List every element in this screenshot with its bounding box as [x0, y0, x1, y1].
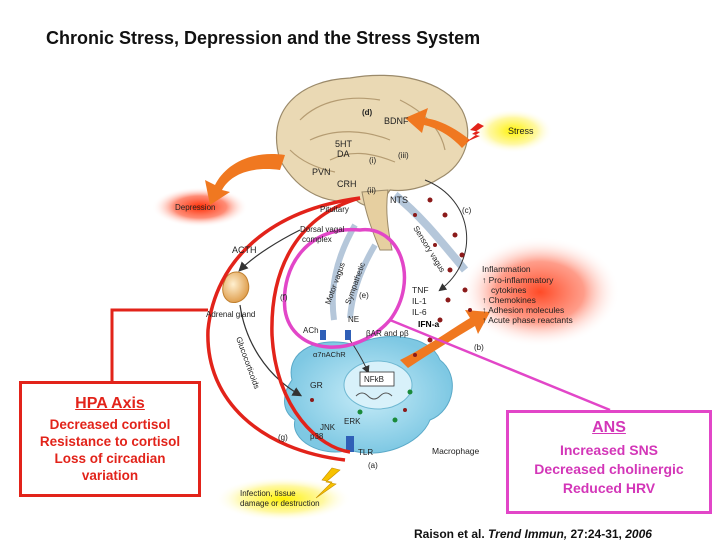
- label-5ht: 5HT: [335, 139, 353, 149]
- adrenal-gland-shape: [222, 271, 250, 304]
- citation: Raison et al. Trend Immun, 27:24-31, 200…: [414, 527, 652, 541]
- ans-connector: [389, 318, 611, 412]
- ans-box: ANS Increased SNS Decreased cholinergic …: [506, 410, 712, 514]
- label-glucocorticoids: Glucocorticoids: [234, 336, 261, 390]
- label-dorsal-vagal: Dorsal vagal: [300, 225, 345, 234]
- depression-arrow: [205, 154, 285, 205]
- hpa-line-1: Decreased cortisol: [49, 417, 171, 432]
- label-infection-1: Infection, tissue: [240, 489, 296, 498]
- label-ach: ACh: [303, 326, 319, 335]
- sensory-vagus-path: [392, 191, 469, 273]
- label-e: (e): [359, 291, 369, 300]
- label-acth: ACTH: [232, 245, 257, 255]
- nfkb-box: [359, 371, 395, 387]
- motor-vagus-path: [329, 223, 358, 321]
- label-iii: (iii): [398, 151, 409, 160]
- label-crh: CRH: [337, 179, 357, 189]
- label-f: (f): [280, 293, 288, 302]
- label-a: (a): [368, 461, 378, 470]
- label-inflammation-2: cytokines: [491, 285, 526, 295]
- label-pituitary: Pituitary: [320, 205, 349, 214]
- label-macrophage: Macrophage: [432, 446, 480, 456]
- infection-glow: [215, 477, 351, 521]
- label-il1: IL-1: [412, 296, 427, 306]
- label-ii: (ii): [367, 186, 376, 195]
- green-dots: [357, 389, 413, 423]
- hpa-outer-loop: [206, 196, 361, 462]
- label-d: (d): [362, 108, 373, 117]
- label-b: (b): [474, 343, 484, 352]
- label-gr: GR: [310, 380, 323, 390]
- ans-heading: ANS: [592, 419, 626, 436]
- brain-folds: [289, 97, 446, 173]
- hpa-line-2: Resistance to cortisol: [39, 434, 181, 449]
- label-inflammation-1: ↑ Pro-inflammatory: [482, 275, 554, 285]
- ans-line-2: Decreased cholinergic: [534, 461, 684, 477]
- label-complex: complex: [302, 235, 332, 244]
- label-inflammation-4: ↑ Adhesion molecules: [482, 305, 564, 315]
- stress-arrow: [405, 108, 470, 148]
- stress-glow: [473, 109, 553, 153]
- label-tnf: TNF: [412, 285, 429, 295]
- nachr-receptor: [320, 330, 326, 340]
- hpa-line-4: variation: [81, 468, 139, 483]
- dna-strand: [355, 392, 393, 400]
- label-depression: Depression: [175, 203, 215, 212]
- loop-arrow: [424, 179, 468, 292]
- hpa-line-3: Loss of circadian: [54, 451, 166, 466]
- hpa-heading: HPA Axis: [75, 395, 145, 412]
- label-nfkb: NFkB: [364, 375, 384, 384]
- label-a7nachr: α7nAChR: [313, 350, 346, 359]
- label-adrenal-gland: Adrenal gland: [206, 310, 255, 319]
- label-jnk: JNK: [320, 423, 336, 432]
- hpa-connector: [110, 308, 208, 381]
- ans-line-3: Reduced HRV: [562, 480, 656, 496]
- hpa-inner-loop: [270, 196, 361, 454]
- label-infection-2: damage or destruction: [240, 499, 320, 508]
- label-i: (i): [369, 156, 376, 165]
- label-bdnf: BDNF: [384, 116, 409, 126]
- citation-journal: Trend Immun,: [488, 527, 568, 541]
- depression-glow: [152, 187, 248, 227]
- label-stress: Stress: [508, 126, 534, 136]
- label-p38: p38: [310, 432, 324, 441]
- label-pvn: PVN: [312, 167, 331, 177]
- label-ne: NE: [348, 315, 359, 324]
- brainstem: [361, 189, 393, 251]
- label-g: (g): [278, 433, 288, 442]
- tlr-receptor: [346, 436, 354, 452]
- citation-authors: Raison et al.: [414, 527, 485, 541]
- label-erk: ERK: [344, 417, 361, 426]
- label-inflammation-3: ↑ Chemokines: [482, 295, 536, 305]
- stress-bolt: [466, 123, 484, 142]
- page-title: Chronic Stress, Depression and the Stres…: [46, 28, 481, 48]
- label-ar: βAR and pβ: [366, 329, 409, 338]
- inflammation-arrow: [400, 310, 490, 368]
- hpa-axis-box: HPA Axis Decreased cortisol Resistance t…: [19, 381, 201, 497]
- label-da: DA: [337, 149, 350, 159]
- ans-line-1: Increased SNS: [559, 442, 659, 458]
- glucocorticoid-arrow: [239, 304, 303, 397]
- diagram-labels: (d) BDNF 5HT DA (i) (iii) PVN CRH (ii) S…: [175, 108, 573, 508]
- label-il6: IL-6: [412, 307, 427, 317]
- label-ifn: IFN-a: [418, 319, 440, 329]
- acth-arrow: [238, 229, 301, 272]
- citation-year: 2006: [625, 527, 652, 541]
- ar-receptor: [345, 330, 351, 340]
- ans-loop: [282, 227, 407, 349]
- label-tlr: TLR: [358, 448, 373, 457]
- citation-volume: 27:24-31,: [570, 527, 622, 541]
- label-inflammation-0: Inflammation: [482, 264, 531, 274]
- label-c: (c): [462, 206, 472, 215]
- infection-bolt: [315, 467, 341, 499]
- label-nts: NTS: [390, 195, 408, 205]
- label-inflammation-5: ↑ Acute phase reactants: [482, 315, 573, 325]
- sympathetic-path: [347, 243, 378, 319]
- inflammation-glow: [460, 237, 620, 347]
- cytokine-dots: [310, 197, 472, 412]
